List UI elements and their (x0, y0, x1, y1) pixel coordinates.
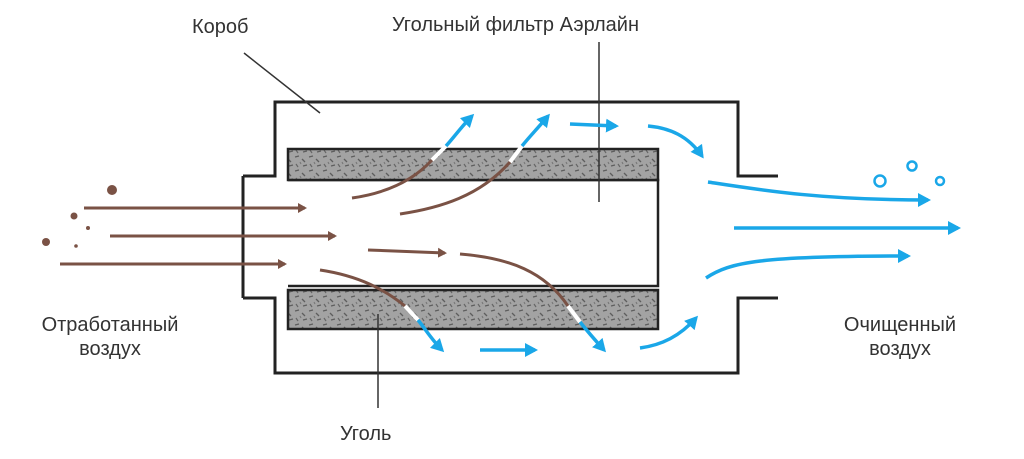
air-transition (508, 144, 524, 164)
duct-leader-line (243, 52, 321, 114)
dirt-particle (74, 244, 78, 248)
clean-air-arrow (416, 318, 445, 353)
exhaust-air-label-line2: воздух (79, 338, 141, 360)
dirt-particle (42, 238, 50, 246)
air-transition (430, 144, 448, 162)
clean-air-label: Очищенный воздух (800, 313, 1000, 361)
clean-air-arrow (520, 113, 550, 148)
filter-cartridge (288, 178, 660, 288)
dirt-particle (107, 185, 117, 195)
clean-air-arrow (639, 315, 698, 350)
clean-air-outlet-arrow (707, 180, 931, 207)
dirty-air-flow (319, 268, 406, 308)
clean-air-arrow (444, 113, 475, 148)
dirty-air-flow (399, 161, 512, 216)
dirt-particle (70, 212, 78, 220)
clean-air-label-line2: воздух (869, 338, 931, 360)
exhaust-air-label-line1: Отработанный (41, 314, 179, 336)
air-bubble (906, 160, 918, 172)
duct-housing (243, 100, 778, 375)
air-bubble (934, 175, 946, 187)
coal-layer-top (286, 147, 660, 182)
exhaust-air-label: Отработанный воздух (10, 313, 210, 361)
clean-air-outlet-arrow (705, 249, 911, 280)
dirt-particle (86, 226, 90, 230)
dirty-air-flow (459, 252, 570, 307)
coal-layer-bottom (286, 288, 660, 331)
air-transition (566, 304, 582, 324)
air-bubble (873, 174, 887, 188)
clean-air-arrow (647, 124, 704, 159)
filter-label: Угольный фильтр Аэрлайн (392, 14, 640, 36)
duct-label: Короб (192, 16, 249, 38)
clean-air-arrow (578, 320, 607, 353)
air-transition (403, 304, 420, 322)
coal-label: Уголь (340, 423, 392, 445)
dirty-air-flow (351, 158, 434, 200)
clean-air-label-line1: Очищенный (843, 314, 957, 336)
clean-air-arrow (569, 118, 619, 133)
dirty-air-flow (367, 247, 447, 258)
